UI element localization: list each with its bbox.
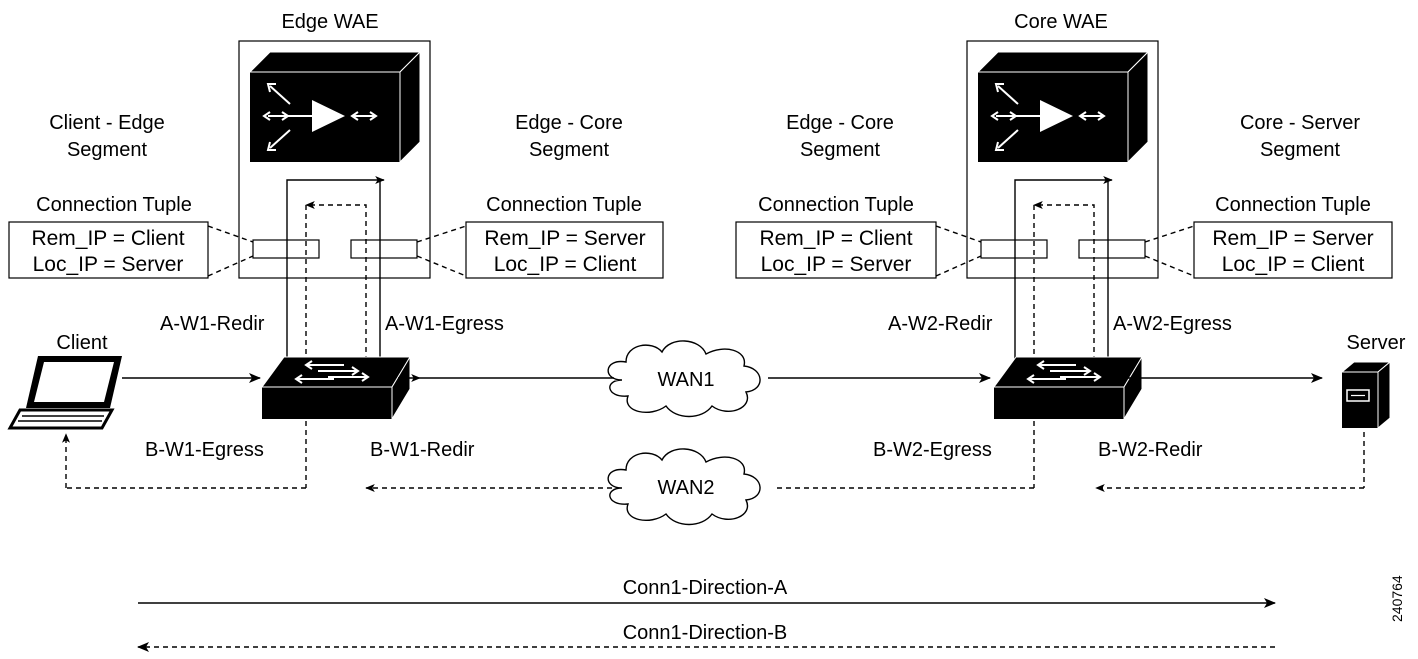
edge-wae-title: Edge WAE xyxy=(281,11,378,33)
edge-wae-right-interface xyxy=(350,239,418,259)
b-w1-redir-label: B-W1-Redir xyxy=(370,439,475,461)
b-w2-redir-label: B-W2-Redir xyxy=(1098,439,1203,461)
core-right-tuple-line1: Rem_IP = Server xyxy=(1212,227,1373,250)
client-group: Client xyxy=(7,332,122,430)
edge-a-redir-path xyxy=(286,176,385,370)
direction-a-label: Conn1-Direction-A xyxy=(623,577,788,599)
wan1-label: WAN1 xyxy=(657,369,714,391)
edge-switch-icon xyxy=(261,356,411,420)
edge-right-callout-bottom xyxy=(416,255,467,277)
core-wae-device-icon xyxy=(977,51,1149,163)
edge-right-tuple-line2: Loc_IP = Client xyxy=(494,253,637,276)
core-switch-icon xyxy=(993,356,1143,420)
figure-id: 240764 xyxy=(1389,575,1405,622)
edge-left-tuple-heading: Connection Tuple xyxy=(36,194,192,216)
client-label: Client xyxy=(56,332,108,354)
direction-b-label: Conn1-Direction-B xyxy=(623,622,788,644)
server-label: Server xyxy=(1347,332,1406,354)
core-server-segment-line2: Segment xyxy=(1260,139,1340,161)
wan1-cloud: WAN1 xyxy=(607,340,761,418)
core-left-callout-bottom xyxy=(935,255,982,277)
server-icon xyxy=(1340,360,1392,430)
core-left-tuple-line2: Loc_IP = Server xyxy=(761,253,912,276)
core-server-segment-line1: Core - Server xyxy=(1240,112,1360,134)
a-w1-egress-label: A-W1-Egress xyxy=(385,313,504,335)
core-right-tuple-heading: Connection Tuple xyxy=(1215,194,1371,216)
a-w1-redir-label: A-W1-Redir xyxy=(160,313,265,335)
edge-core-segment-line1: Edge - Core xyxy=(515,112,623,134)
laptop-icon xyxy=(7,356,122,430)
wan2-cloud: WAN2 xyxy=(607,448,761,526)
edge-left-tuple-line1: Rem_IP = Client xyxy=(31,227,184,250)
edge-core-segment-line2: Segment xyxy=(529,139,609,161)
core-left-tuple-heading: Connection Tuple xyxy=(758,194,914,216)
core-edge-segment-line2: Segment xyxy=(800,139,880,161)
b-w2-egress-label: B-W2-Egress xyxy=(873,439,992,461)
a-w2-redir-label: A-W2-Redir xyxy=(888,313,993,335)
edge-left-tuple-line2: Loc_IP = Server xyxy=(33,253,184,276)
core-wae-box xyxy=(966,40,1159,279)
core-right-callout-bottom xyxy=(1144,255,1195,277)
core-b-redir-path xyxy=(1033,201,1095,370)
edge-wae-left-interface xyxy=(252,239,320,259)
core-right-callout-top xyxy=(1144,225,1195,243)
edge-left-tuple-box xyxy=(8,221,209,279)
client-edge-segment-line1: Client - Edge xyxy=(49,112,165,134)
core-left-callout-top xyxy=(935,225,982,243)
core-left-tuple-line1: Rem_IP = Client xyxy=(759,227,912,250)
core-a-redir-path xyxy=(1014,176,1113,370)
edge-right-tuple-line1: Rem_IP = Server xyxy=(484,227,645,250)
core-edge-segment-line1: Edge - Core xyxy=(786,112,894,134)
a-w2-egress-label: A-W2-Egress xyxy=(1113,313,1232,335)
edge-left-callout-bottom xyxy=(207,255,254,277)
edge-right-tuple-box xyxy=(465,221,664,279)
edge-right-callout-top xyxy=(416,225,467,243)
edge-left-callout-top xyxy=(207,225,254,243)
wan2-label: WAN2 xyxy=(657,477,714,499)
edge-wae-device-icon xyxy=(249,51,421,163)
edge-wae-group: Edge WAE Client - Edge Segment Edge - Co… xyxy=(8,11,664,488)
core-right-tuple-line2: Loc_IP = Client xyxy=(1222,253,1365,276)
edge-b-redir-path xyxy=(305,201,367,370)
direction-b-path xyxy=(62,432,1365,492)
core-wae-group: Core WAE Edge - Core Segment Core - Serv… xyxy=(735,11,1393,488)
core-right-tuple-box xyxy=(1193,221,1393,279)
edge-wae-box xyxy=(238,40,431,279)
client-edge-segment-line2: Segment xyxy=(67,139,147,161)
direction-legend: Conn1-Direction-A Conn1-Direction-B xyxy=(137,577,1276,652)
b-w1-egress-label: B-W1-Egress xyxy=(145,439,264,461)
edge-right-tuple-heading: Connection Tuple xyxy=(486,194,642,216)
core-left-tuple-box xyxy=(735,221,937,279)
core-wae-left-interface xyxy=(980,239,1048,259)
core-wae-title: Core WAE xyxy=(1014,11,1108,33)
server-group: Server xyxy=(1340,332,1406,430)
core-wae-right-interface xyxy=(1078,239,1146,259)
